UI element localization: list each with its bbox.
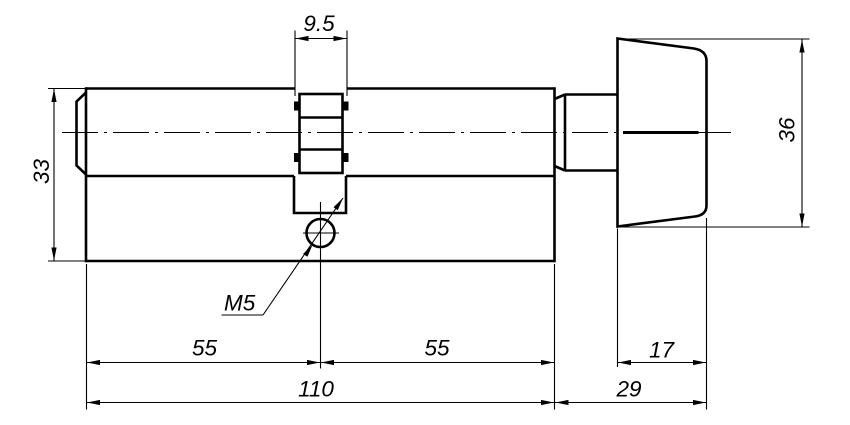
thumbturn-knob [616,37,708,228]
dim-arrow-left [321,359,334,366]
cam-tab-top-left [294,101,300,111]
dimension-cam-slot-width: 9.5 [294,11,348,96]
dim-arrow-right [307,359,320,366]
dim-arrow-left [87,359,100,366]
cam [294,92,349,175]
dim-value: 9.5 [303,11,335,36]
dim-arrow-right [693,359,706,366]
dim-arrow-left [555,399,569,406]
m5-leader-arrow-at-slot [333,198,343,211]
m5-hole-circle [305,217,336,249]
cylinder-body-outline [75,87,556,263]
dim-value: 29 [615,377,642,402]
cam-tab-top-right [342,101,349,111]
m5-leader-arrow-at-hole [303,244,313,257]
dimension-body-height: 33 [29,87,86,262]
dim-value: 33 [29,159,54,185]
dim-arrow-right [541,399,554,406]
plug-face-chamfer [75,91,87,176]
dimension-knob-depth: 17 [617,338,707,366]
dim-arrow-left [295,35,309,42]
dim-value: 17 [649,338,676,363]
stem-chamfer-bottom [553,164,566,172]
dim-arrow-up [51,89,57,102]
cam-tab-bottom-left [294,153,300,162]
dim-value: 55 [192,336,218,361]
dim-arrow-left [618,359,631,366]
bottom-extension-lines [85,218,708,410]
dim-arrow-left [87,399,100,406]
m5-label: M5 [224,291,256,316]
dim-arrow-down [51,247,57,261]
cam-outline [298,92,344,175]
dim-value: 55 [424,336,450,361]
dimension-length-total: 110 [86,377,555,406]
dimension-knob-extension: 29 [554,377,707,406]
dim-value: 36 [775,117,800,143]
m5-hole-callout: M5 [221,197,344,316]
dim-arrow-right [333,35,347,42]
dim-arrow-up [799,39,805,53]
dim-arrow-down [799,213,805,227]
dimension-length-left-half: 55 [86,336,321,366]
dimension-knob-diameter: 36 [618,38,810,228]
m5-leader-line [262,197,344,316]
cam-tab-bottom-right [342,153,349,162]
stem-chamfer-top [553,93,566,101]
dim-arrow-right [693,399,706,406]
dim-arrow-right [541,359,554,366]
dimension-length-right-half: 55 [320,336,555,366]
dim-value: 110 [298,377,334,402]
centerlines [62,131,731,369]
knob-outline [616,37,708,228]
